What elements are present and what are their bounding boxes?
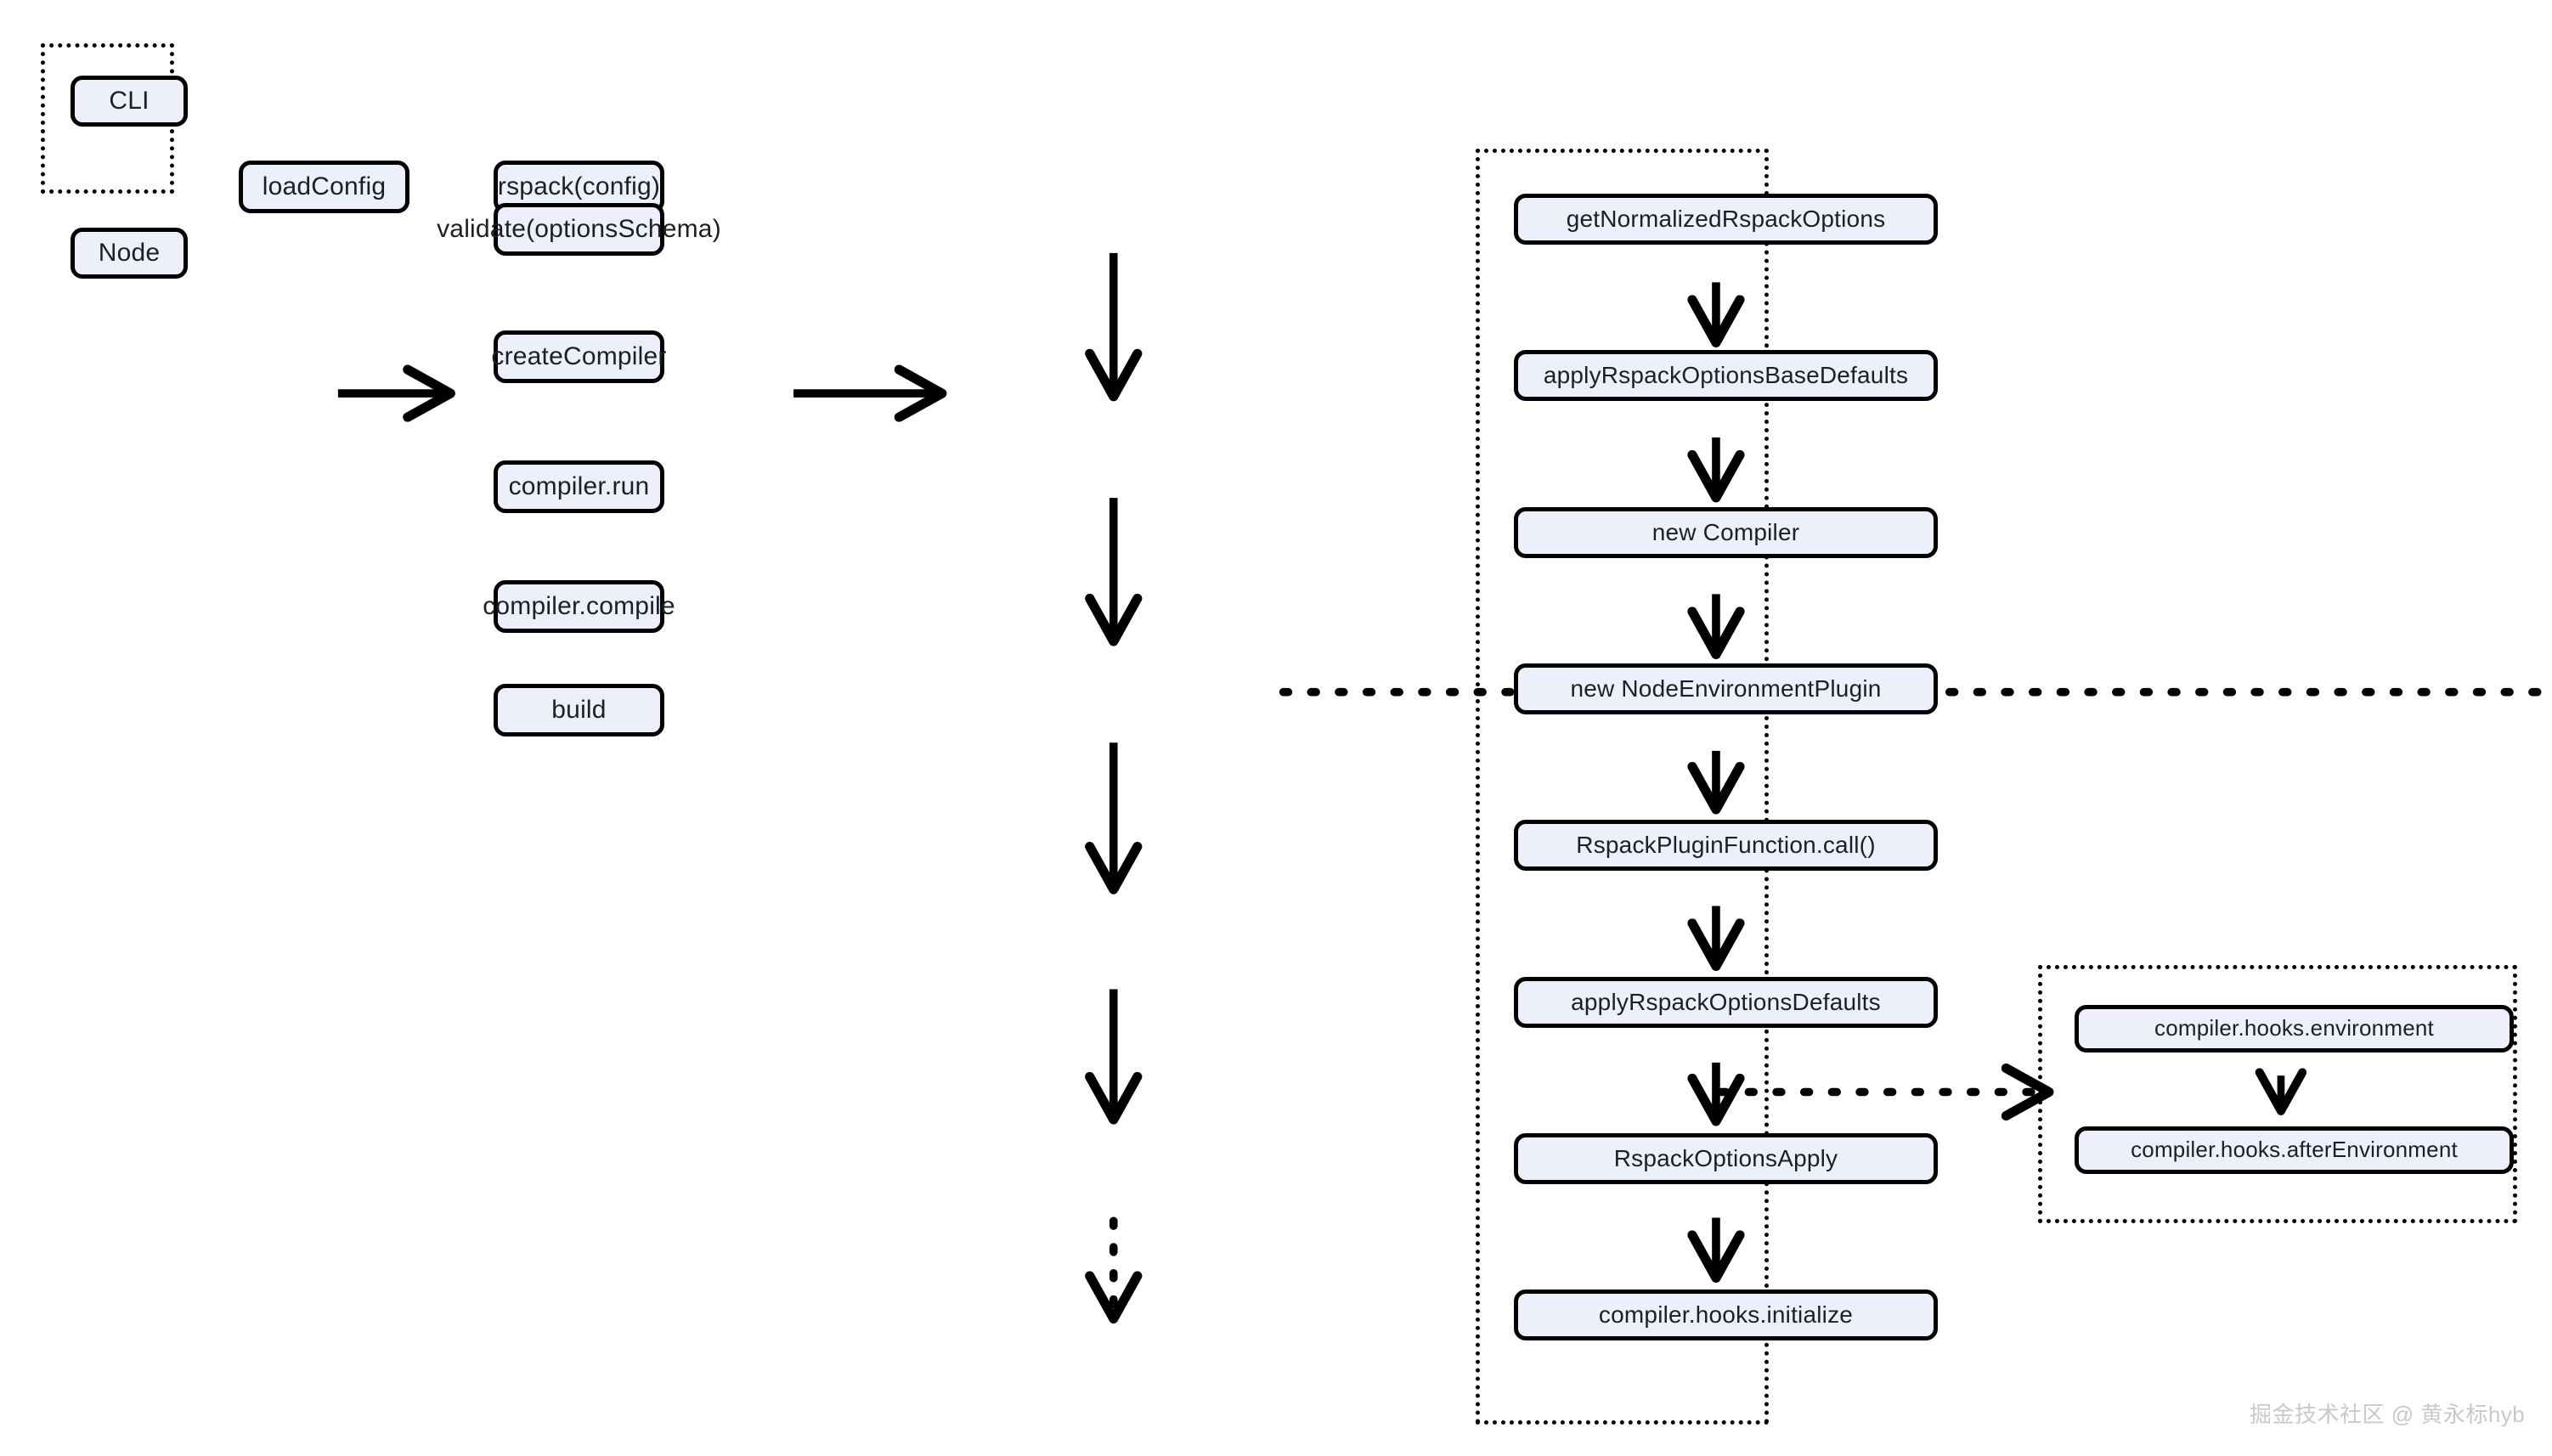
create-compiler-group <box>1476 149 1769 1425</box>
node-compiler-hooks-initialize[interactable]: compiler.hooks.initialize <box>1514 1290 1938 1340</box>
node-load-config-label: loadConfig <box>262 172 387 200</box>
node-get-normalized-rspack-options-label: getNormalizedRspackOptions <box>1566 205 1886 232</box>
node-create-compiler[interactable]: createCompiler <box>491 330 667 383</box>
node-node-label: Node <box>98 238 161 267</box>
node-build[interactable]: build <box>494 684 664 736</box>
node-rspack-plugin-function-call[interactable]: RspackPluginFunction.call() <box>1514 820 1938 871</box>
node-compiler-compile-label: compiler.compile <box>483 591 675 620</box>
node-new-node-environment-plugin-label: new NodeEnvironmentPlugin <box>1570 674 1882 702</box>
node-compiler-hooks-after-environment[interactable]: compiler.hooks.afterEnvironment <box>2075 1126 2514 1174</box>
node-node[interactable]: Node <box>71 228 188 279</box>
node-compiler-run[interactable]: compiler.run <box>494 460 664 513</box>
node-validate-options-schema-label: validate(optionsSchema) <box>437 214 721 243</box>
node-compiler-hooks-after-environment-label: compiler.hooks.afterEnvironment <box>2131 1137 2458 1163</box>
node-new-compiler[interactable]: new Compiler <box>1514 507 1938 558</box>
node-compiler-hooks-initialize-label: compiler.hooks.initialize <box>1598 1301 1854 1328</box>
node-apply-rspack-options-defaults-label: applyRspackOptionsDefaults <box>1571 988 1881 1015</box>
node-load-config[interactable]: loadConfig <box>239 161 409 213</box>
node-apply-rspack-options-base-defaults[interactable]: applyRspackOptionsBaseDefaults <box>1514 350 1938 401</box>
node-apply-rspack-options-base-defaults-label: applyRspackOptionsBaseDefaults <box>1543 361 1909 388</box>
node-new-node-environment-plugin[interactable]: new NodeEnvironmentPlugin <box>1514 663 1938 714</box>
environment-hooks-group <box>2038 965 2517 1223</box>
node-rspack-plugin-function-call-label: RspackPluginFunction.call() <box>1576 831 1876 858</box>
node-validate-options-schema[interactable]: validate(optionsSchema) <box>437 203 721 256</box>
node-apply-rspack-options-defaults[interactable]: applyRspackOptionsDefaults <box>1514 977 1938 1028</box>
node-compiler-hooks-environment[interactable]: compiler.hooks.environment <box>2075 1005 2514 1052</box>
node-cli[interactable]: CLI <box>71 76 188 127</box>
node-cli-label: CLI <box>109 86 150 115</box>
node-get-normalized-rspack-options[interactable]: getNormalizedRspackOptions <box>1514 194 1938 245</box>
node-rspack-config-label: rspack(config) <box>497 172 661 200</box>
node-rspack-options-apply[interactable]: RspackOptionsApply <box>1514 1133 1938 1184</box>
node-compiler-hooks-environment-label: compiler.hooks.environment <box>2154 1015 2434 1041</box>
node-build-label: build <box>551 695 607 724</box>
node-new-compiler-label: new Compiler <box>1651 518 1800 545</box>
node-rspack-options-apply-label: RspackOptionsApply <box>1613 1144 1838 1171</box>
node-compiler-compile[interactable]: compiler.compile <box>483 580 675 633</box>
node-create-compiler-label: createCompiler <box>491 341 667 370</box>
node-compiler-run-label: compiler.run <box>508 471 650 500</box>
watermark: 掘金技术社区 @ 黄永标hyb <box>2250 1402 2526 1427</box>
